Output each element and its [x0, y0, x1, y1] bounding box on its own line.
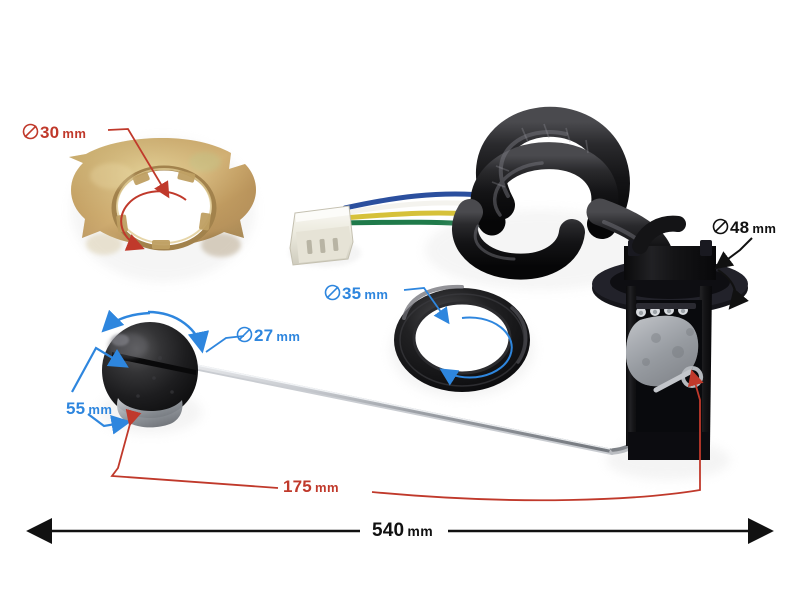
wire-connector-photo — [289, 205, 361, 267]
diameter-icon — [236, 326, 253, 343]
label-length-540-value: 540 — [372, 520, 405, 541]
label-dia-48-value: 48 — [730, 218, 750, 237]
diameter-icon — [22, 123, 39, 140]
label-length-175-value: 175 — [283, 477, 312, 496]
label-dia-27-unit: mm — [276, 329, 301, 344]
label-height-55-value: 55 — [66, 399, 86, 418]
label-dia-27-value: 27 — [254, 326, 274, 345]
float-photo — [98, 322, 202, 434]
label-dia-48-unit: mm — [752, 221, 777, 236]
label-dia-30-unit: mm — [62, 126, 87, 141]
diameter-icon — [324, 284, 341, 301]
label-length-175-unit: mm — [314, 480, 340, 495]
label-height-55-unit: mm — [88, 402, 113, 417]
cable-conduit-photo — [425, 106, 675, 290]
label-dia-35-value: 35 — [342, 284, 362, 303]
diameter-icon — [712, 218, 729, 235]
label-dia-30-value: 30 — [40, 123, 60, 142]
label-dia-35-unit: mm — [364, 287, 389, 302]
label-length-540-unit: mm — [407, 523, 434, 539]
